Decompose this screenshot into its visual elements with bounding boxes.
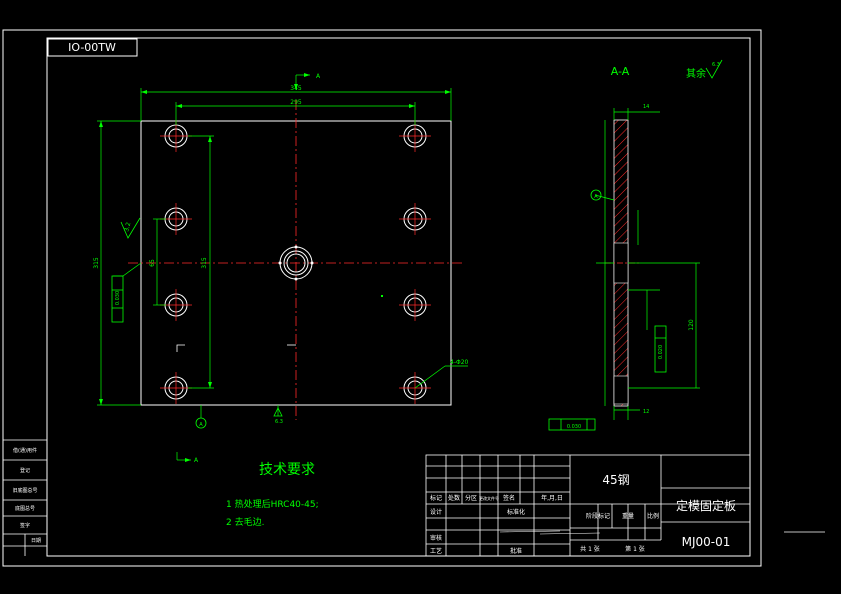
section-dimensions <box>594 108 700 420</box>
code-box-text: IO-00TW <box>68 41 116 54</box>
side-label-2: 登记 <box>20 467 30 474</box>
tech-requirement-2: 2 去毛边. <box>226 516 264 528</box>
flatness-right-vertical-value: 0.020 <box>658 345 664 359</box>
side-label-4: 底图总号 <box>15 505 35 512</box>
tech-requirement-1: 1 热处理后HRC40-45; <box>226 498 319 510</box>
remaining-roughness-label: 其余 <box>686 67 706 80</box>
screw-hole <box>160 372 192 404</box>
tb-weight-label: 重量 <box>622 512 634 520</box>
flatness-bottom-value: 0.030 <box>567 424 581 430</box>
tb-mark: 标记 <box>430 494 442 502</box>
inner-frame <box>46 37 751 557</box>
side-label-3: 旧底图总号 <box>12 487 37 494</box>
sprue-hole <box>278 245 314 281</box>
tb-standardize: 标准化 <box>507 508 525 516</box>
section-title: A-A <box>611 65 630 78</box>
datum-circle-bottom-text: A <box>199 422 203 428</box>
remaining-roughness-value: 6.3 <box>712 62 720 68</box>
center-lines <box>128 100 462 420</box>
tb-stage-label: 阶段标记 <box>586 512 610 520</box>
datum-triangle-label: 6.3 <box>275 419 283 425</box>
screw-hole <box>160 120 192 152</box>
datum-triangle <box>273 407 283 417</box>
outer-frame <box>2 29 762 567</box>
datum-circle-bottom <box>195 417 207 429</box>
tb-review: 审核 <box>430 534 442 542</box>
small-marker <box>381 295 383 297</box>
roughness-left: 3.2 <box>123 221 132 232</box>
tb-design: 设计 <box>430 508 442 516</box>
remaining-roughness-symbol <box>705 59 723 79</box>
tb-change-doc: 更改文件号 <box>479 495 499 501</box>
flatness-frame-bottom: 0.030 <box>548 418 596 431</box>
dim-height-inner: 315 <box>201 257 208 269</box>
dim-width-outer: 345 <box>290 85 302 92</box>
corner-mark <box>176 344 185 352</box>
dimension-arrows <box>99 73 451 462</box>
flatness-frame-left: 0.030 <box>111 275 124 323</box>
tb-sheet-no: 第 1 张 <box>625 545 645 553</box>
dimension-lines <box>97 74 468 461</box>
drawing-code: MJ00-01 <box>682 535 731 549</box>
section-marker-top: A <box>316 73 321 80</box>
dim-pitch-small: 65 <box>149 259 156 267</box>
section-dim-12: 12 <box>643 409 649 415</box>
side-registration-table <box>3 439 47 556</box>
tb-sign: 签名 <box>503 494 515 502</box>
title-block-hatch-lines <box>499 530 601 535</box>
tb-date: 年,月,日 <box>541 494 563 502</box>
screw-hole <box>399 203 431 235</box>
section-dim-120: 120 <box>688 319 695 331</box>
datum-circle-section <box>590 189 602 201</box>
tb-scale-label: 比例 <box>647 512 659 520</box>
tb-sheets: 共 1 张 <box>580 545 600 553</box>
flatness-frame-right-vertical: 0.020 <box>654 325 667 373</box>
screw-hole <box>399 289 431 321</box>
side-label-1: 借(通)用件 <box>13 447 37 454</box>
datum-circle-section-text: A <box>594 194 598 200</box>
tb-zone: 分区 <box>465 494 477 502</box>
roughness-symbol-left <box>120 217 141 239</box>
side-label-5: 签字 <box>20 522 30 529</box>
tb-count: 处数 <box>448 494 460 502</box>
tb-process: 工艺 <box>430 547 442 555</box>
dim-height-outer: 315 <box>93 257 100 269</box>
hole-label: 4-Φ20 <box>450 359 469 366</box>
tech-requirements-title: 技术要求 <box>259 462 315 478</box>
section-dim-thickness: 14 <box>643 104 649 110</box>
code-box <box>47 38 138 57</box>
section-counterbore <box>613 375 629 405</box>
tb-approve: 批准 <box>510 547 522 555</box>
material: 45钢 <box>602 473 629 487</box>
dim-width-inner: 295 <box>290 99 302 106</box>
side-label-6: 日期 <box>31 538 41 544</box>
section-marker-bottom: A <box>194 457 199 464</box>
part-name: 定模固定板 <box>676 498 736 513</box>
flatness-left-value: 0.030 <box>115 291 121 305</box>
title-block <box>425 454 751 557</box>
